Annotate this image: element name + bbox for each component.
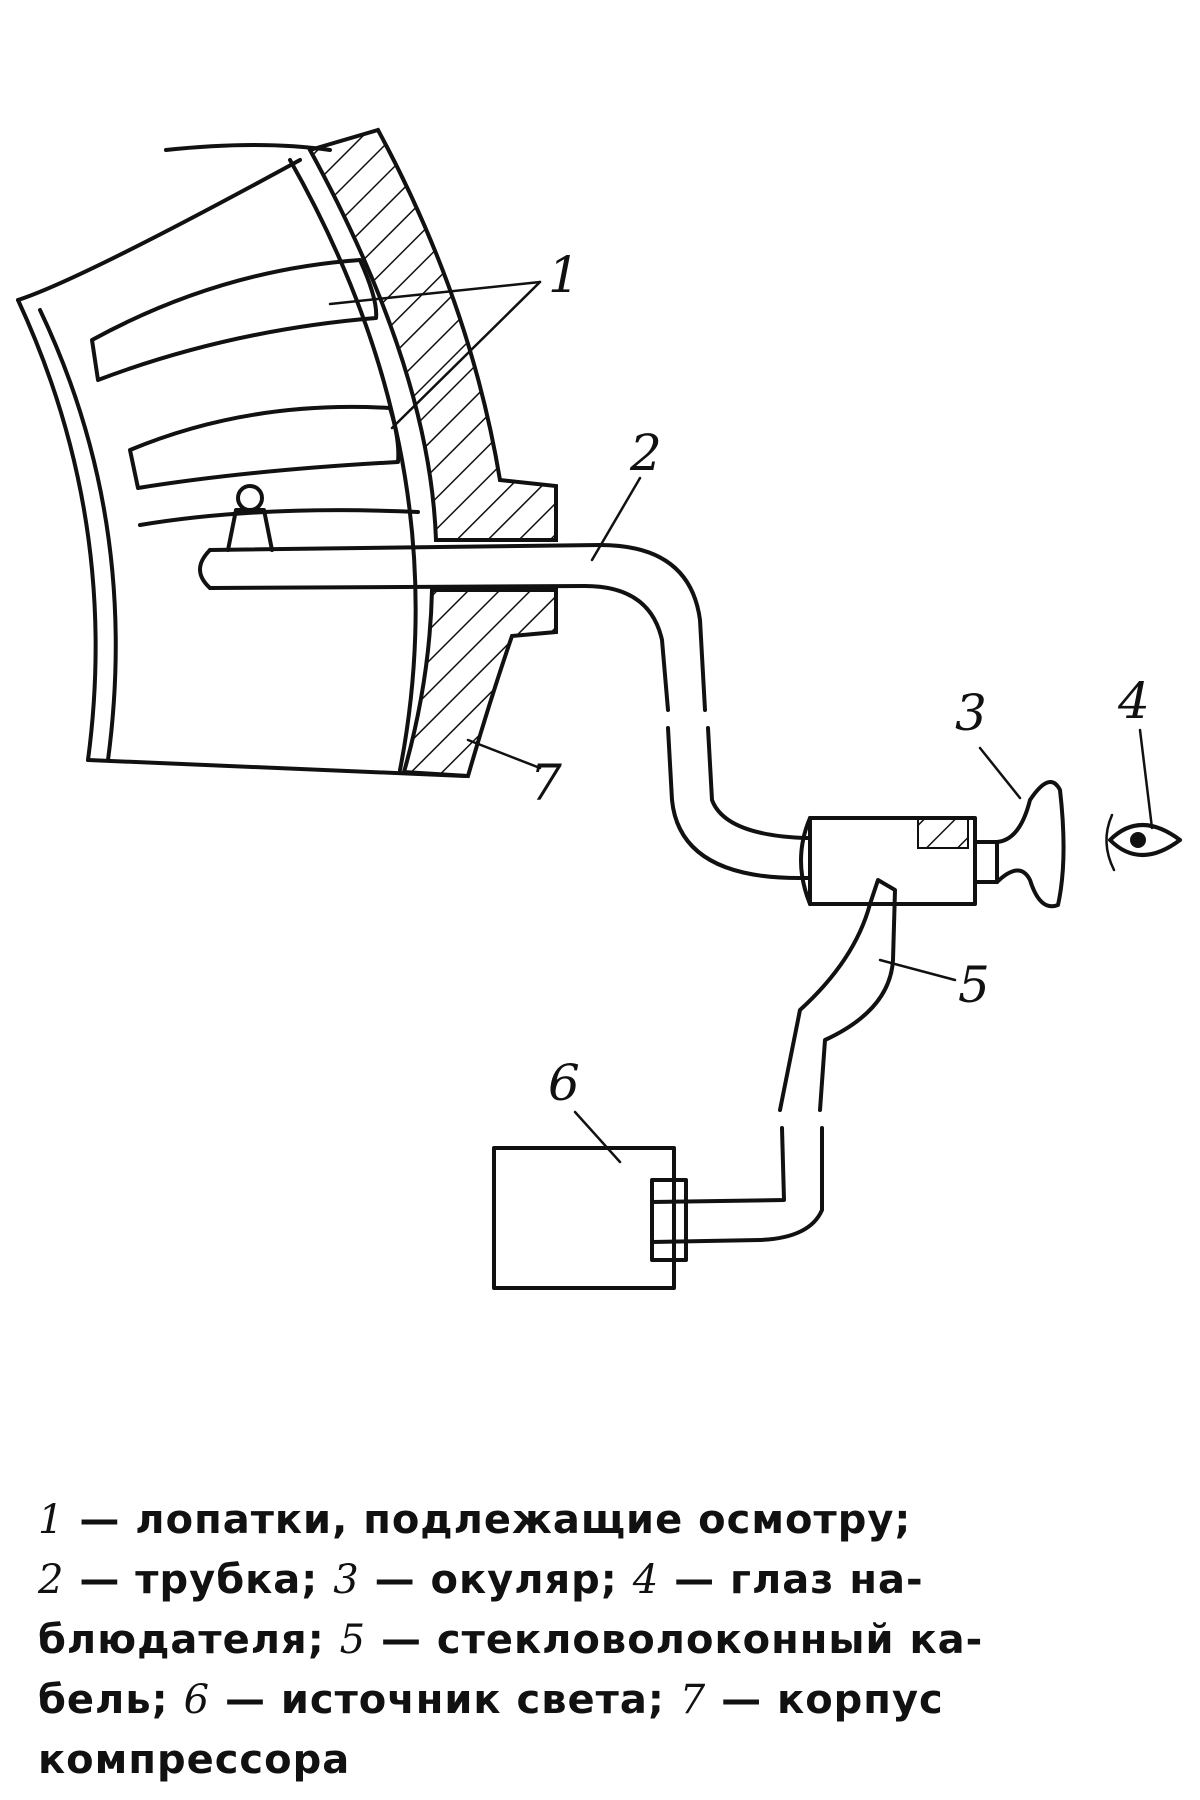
caption-line-5: компрессора	[38, 1737, 351, 1783]
caption-line-1: 1 — лопатки, подлежащие осмотру;	[38, 1497, 912, 1543]
label-eyepiece: 3	[955, 684, 987, 742]
figure-caption: 1 — лопатки, подлежащие осмотру; 2 — тру…	[38, 1490, 1168, 1790]
compressor-housing	[307, 127, 558, 779]
compressor-ring	[16, 158, 467, 778]
light-source	[492, 1146, 688, 1290]
label-light-source: 6	[548, 1054, 580, 1112]
caption-line-3: блюдателя; 5 — стекловолоконный ка-	[38, 1617, 984, 1663]
caption-line-2: 2 — трубка; 3 — окуляр; 4 — глаз на-	[38, 1557, 924, 1603]
label-tube: 2	[629, 424, 662, 482]
observer-eye	[1105, 813, 1182, 872]
label-eye: 4	[1117, 672, 1150, 730]
label-cable: 5	[958, 956, 990, 1014]
fiber-cable	[650, 878, 897, 1244]
caption-line-4: бель; 6 — источник света; 7 — корпус	[38, 1677, 944, 1723]
label-blades: 1	[548, 246, 580, 304]
leader-lines	[328, 280, 1154, 1164]
borescope-diagram: 1 2 3 4 5 6 7	[16, 127, 1182, 1290]
inspection-tube	[198, 484, 812, 881]
label-housing: 7	[530, 754, 562, 812]
eyepiece	[799, 780, 1066, 909]
blades	[90, 143, 420, 527]
